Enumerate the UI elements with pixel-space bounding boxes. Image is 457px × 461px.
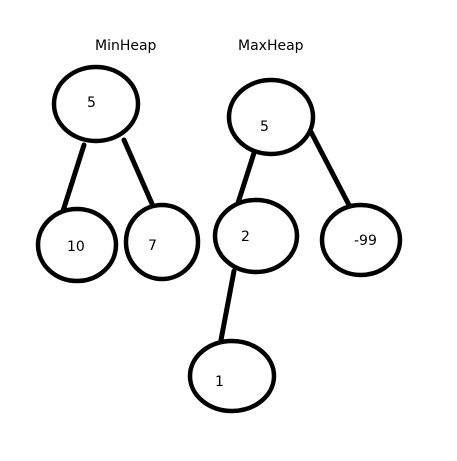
maxheap-node-x-left: 2 [212, 197, 300, 275]
maxheap-node-circle [226, 77, 316, 157]
minheap-node-value: 5 [87, 95, 96, 111]
edges-layer [60, 129, 352, 343]
maxheap-node-circle [187, 338, 277, 414]
minheap-title: MinHeap [95, 38, 157, 54]
maxheap-node-value: -99 [354, 233, 377, 249]
minheap-node-m-right: 7 [123, 202, 201, 282]
maxheap-node-value: 1 [215, 374, 224, 390]
minheap-node-value: 10 [67, 239, 85, 255]
minheap-edge-m-root-to-m-left [60, 142, 87, 214]
nodes-layer: 5 10 7 5 2 -99 1 [35, 64, 403, 414]
maxheap-node-circle [212, 197, 300, 275]
minheap-node-m-left: 10 [35, 206, 119, 284]
minheap-node-m-root: 5 [51, 64, 141, 144]
maxheap-edge-x-root-to-x-right [308, 129, 352, 208]
minheap-node-circle [35, 206, 119, 284]
minheap-node-circle [51, 64, 141, 144]
minheap-node-circle [123, 202, 201, 282]
minheap-node-value: 7 [148, 238, 157, 254]
maxheap-node-value: 2 [241, 229, 250, 245]
maxheap-node-x-left-left: 1 [187, 338, 277, 414]
maxheap-node-x-right: -99 [319, 202, 403, 278]
maxheap-node-x-root: 5 [226, 77, 316, 157]
maxheap-edge-x-left-to-x-left-left [218, 268, 237, 343]
maxheap-node-value: 5 [260, 119, 269, 135]
minheap-edge-m-root-to-m-right [121, 137, 156, 209]
maxheap-node-circle [319, 202, 403, 278]
maxheap-title: MaxHeap [238, 38, 304, 54]
maxheap-edge-x-root-to-x-left [235, 150, 257, 206]
